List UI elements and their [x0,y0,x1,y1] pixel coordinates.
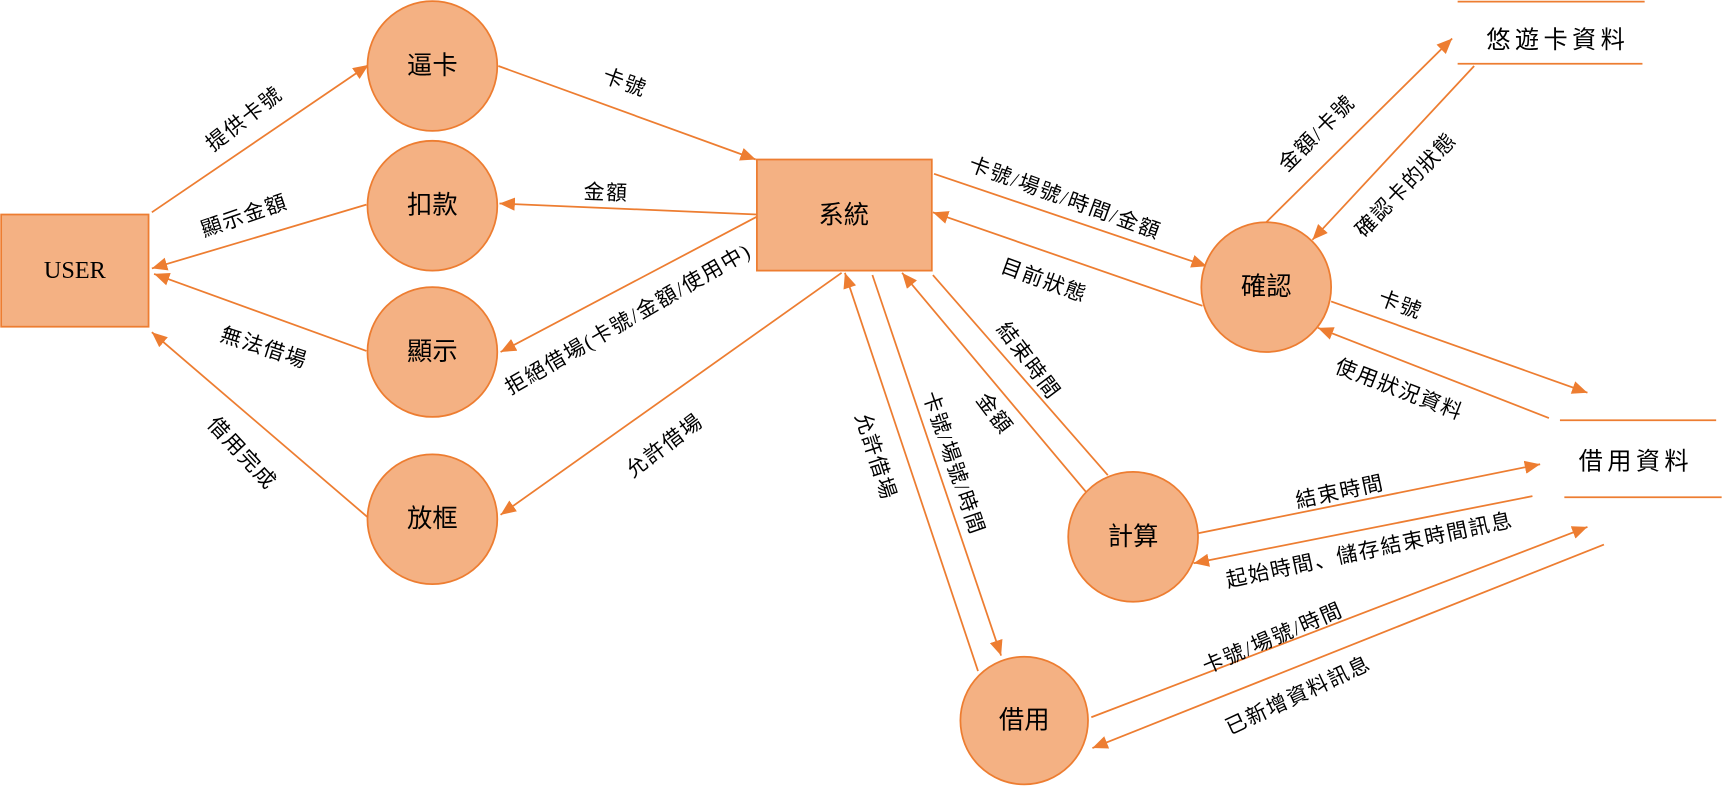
flow-label-borrow-complete: 借用完成 [203,412,282,494]
flow-label-end-time-to-system: 結束時間 [992,318,1065,404]
process-label: 借用 [999,707,1050,735]
data-store-borrow: 借用資料 [1559,419,1722,499]
flow-line-calculate-system-end-time [932,274,1109,476]
flow-label-amount-to-deduct: 金額 [583,180,629,206]
flow-label-new-data-added-message: 已新增資料訊息 [1222,651,1375,739]
flow-arrow-confirm-to-system [932,211,1203,307]
flow-arrows [151,37,1605,749]
flow-label-card-number-to-system: 卡號 [600,64,651,102]
process-label: 放框 [407,505,458,533]
flow-label-confirm-card-status: 確認卡的狀態 [1350,128,1461,242]
flow-arrow-borrow-data-to-borrow [1092,543,1605,749]
flow-arrow-confirm-to-easycard-data [1264,37,1453,224]
flow-arrow-borrow-data-to-confirm [1317,327,1550,419]
flow-arrow-system-to-borrow [871,274,1003,656]
user-entity: USER [0,213,150,328]
flow-arrow-system-to-display [500,215,758,353]
flow-arrow-system-to-confirm [933,172,1208,268]
flow-label-card-number-to-borrow-data: 卡號 [1375,286,1426,324]
flow-arrow-deduct-to-user [151,203,367,271]
system-box [756,158,933,272]
flow-arrow-beep-card-to-system [498,65,757,161]
flow-label-show-amount: 顯示金額 [198,190,291,242]
flow-arrow-user-to-beep-card [151,64,370,214]
process-circle [1067,471,1199,603]
flow-arrow-system-to-deduct [499,197,757,216]
flow-label-amount-card-number: 金額/卡號 [1274,90,1360,176]
process-circle [366,453,499,586]
flow-label-reject-borrow: 拒絕借場(卡號/金額/使用中) [501,239,756,400]
flow-arrow-release-to-user [151,331,369,518]
flow-label-amount-to-system: 金額 [971,388,1017,438]
process-label: 顯示 [407,338,458,366]
process-circle [1200,221,1333,353]
flow-label-card-field-time-to-borrow-data: 卡號/場號/時間 [1199,598,1347,679]
process-borrow: 借用 [959,655,1089,786]
flow-label-start-time-save-message: 起始時間、儲存結束時間訊息 [1224,508,1516,592]
flow-arrow-borrow-to-system [843,272,979,672]
flow-label-cannot-borrow: 無法借場 [217,322,310,373]
store-label: 悠遊卡資料 [1486,27,1629,54]
flow-arrow-calculate-to-system-amount [901,272,1087,493]
store-label: 借用資料 [1579,449,1693,476]
flow-label-usage-status-data: 使用狀況資料 [1332,354,1467,425]
system-label: 系統 [818,202,869,230]
process-display: 顯示 [366,286,499,418]
process-beep-card: 逼卡 [366,0,499,132]
data-store-easycard: 悠遊卡資料 [1457,0,1645,65]
flow-label-end-time-to-borrow-data: 結束時間 [1293,471,1386,513]
process-label: 計算 [1108,523,1159,551]
user-label: USER [44,257,107,284]
process-circle [366,139,499,272]
flow-label-provide-card-number: 提供卡號 [201,82,287,156]
process-release: 放框 [366,453,499,586]
system-entity: 系統 [756,158,933,272]
flow-arrow-system-to-release [500,272,843,516]
process-circle [366,0,499,132]
flow-arrow-borrow-to-borrow-data [1090,526,1588,719]
process-circle [959,655,1089,786]
process-label: 扣款 [407,192,458,220]
flow-arrow-confirm-to-borrow-data [1330,300,1588,394]
flow-arrow-display-to-user [153,272,367,352]
process-deduct: 扣款 [366,139,499,272]
process-circle [366,286,499,418]
process-label: 逼卡 [407,52,458,80]
flow-label-card-field-time-amount: 卡號/場號/時間/金額 [966,152,1165,244]
process-confirm: 確認 [1200,221,1333,353]
flow-arrow-easycard-data-to-confirm [1311,65,1475,241]
flow-label-allow-borrow-to-system: 允許借場 [850,410,901,503]
flow-arrow-borrow-data-to-calculate [1193,495,1533,567]
flow-arrow-calculate-to-borrow-data [1196,460,1541,535]
user-box [0,213,150,328]
process-label: 確認 [1241,273,1292,301]
process-calculate: 計算 [1067,471,1199,603]
